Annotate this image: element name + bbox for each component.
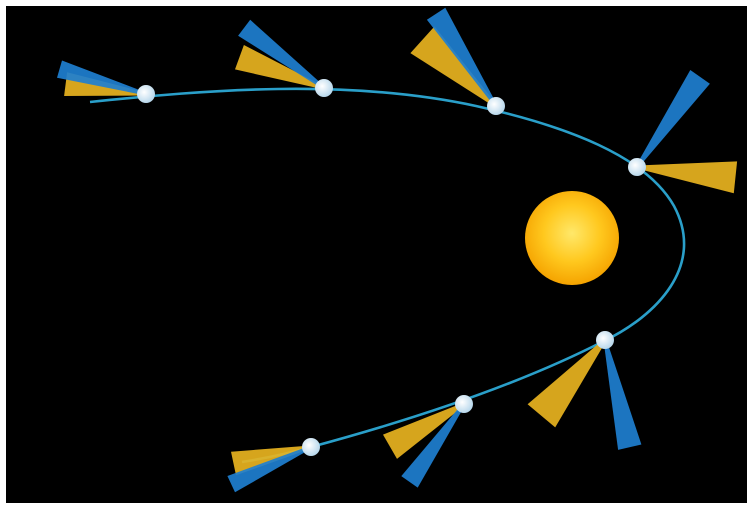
space-background <box>6 6 747 503</box>
sun <box>525 191 619 285</box>
comet-tails <box>57 8 737 493</box>
comet-7-nucleus <box>302 438 320 456</box>
comet-3-nucleus <box>487 97 505 115</box>
comet-5-nucleus <box>596 331 614 349</box>
comet-4-ion-tail <box>636 70 710 168</box>
comet-5-ion-tail <box>604 340 642 450</box>
comet-1-nucleus <box>137 85 155 103</box>
comet-2-nucleus <box>315 79 333 97</box>
comet-orbit-diagram <box>6 6 747 503</box>
comet-5-dust-tail <box>528 339 607 427</box>
comet-4-nucleus <box>628 158 646 176</box>
comet-6-nucleus <box>455 395 473 413</box>
